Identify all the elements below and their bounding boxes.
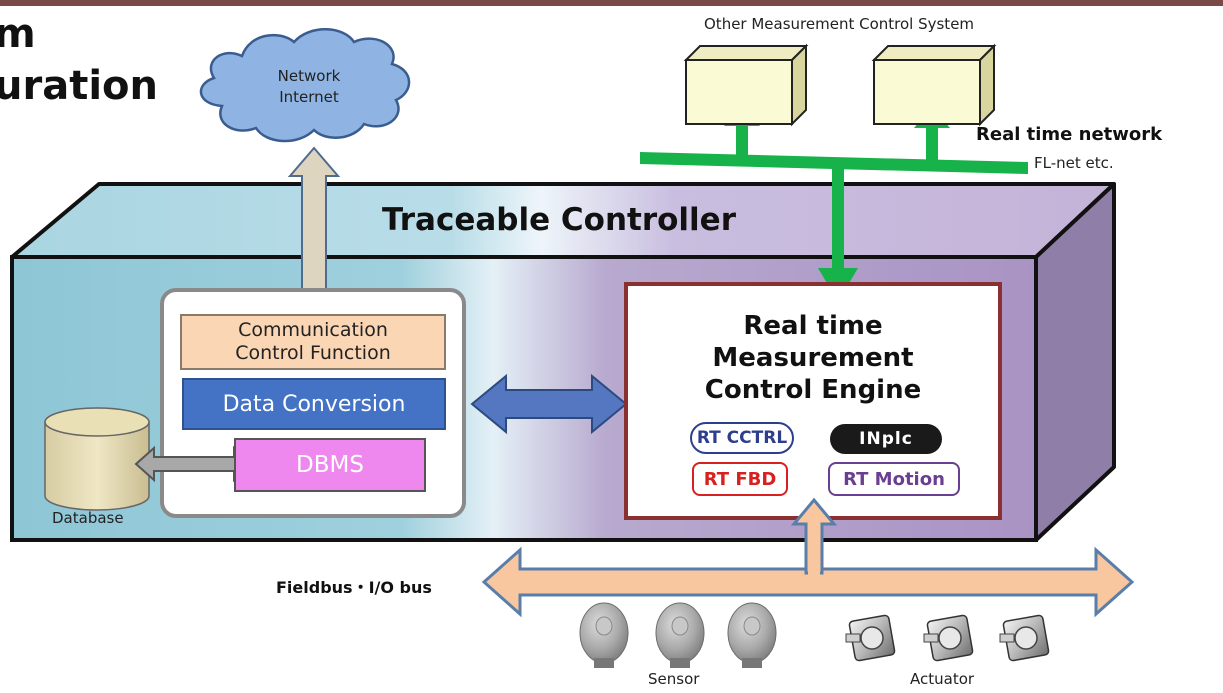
sensor-label: Sensor <box>648 670 700 688</box>
data-conversion-label: Data Conversion <box>222 391 406 417</box>
rt-motion-logo: RT Motion <box>828 462 960 496</box>
rt-network-title: Real time network <box>976 124 1163 145</box>
database-cylinder <box>44 407 150 511</box>
actuator-device-3 <box>999 614 1050 662</box>
other-system-unit-2 <box>871 43 997 127</box>
dbms-label: DBMS <box>296 452 364 478</box>
sensor-device-2 <box>655 602 705 668</box>
rt-network-subtitle: FL-net etc. <box>1034 154 1114 172</box>
dbms-box: DBMS <box>234 438 426 492</box>
rt-fbd-logo: RT FBD <box>692 462 788 496</box>
sensor-device-1 <box>579 602 629 668</box>
slide-title-line-1: m <box>0 11 36 57</box>
fieldbus-junction-cover <box>808 566 820 576</box>
header-bar <box>0 0 1223 6</box>
communication-control-line-1: Communication <box>238 319 388 341</box>
rt-cctrl-logo: RT CCTRL <box>690 422 794 454</box>
sensor-device-3 <box>727 602 777 668</box>
other-system-label: Other Measurement Control System <box>704 15 975 33</box>
controller-title: Traceable Controller <box>382 202 736 238</box>
engine-title-line-1: Real time <box>743 311 883 341</box>
engine-title: Real time Measurement Control Engine <box>626 310 1000 406</box>
cloud-label-line-2: Internet <box>279 88 339 106</box>
other-system-unit-1 <box>683 43 809 127</box>
actuator-device-1 <box>845 614 896 662</box>
fieldbus-label: Fieldbus・I/O bus <box>276 578 432 597</box>
cloud-label-line-1: Network <box>277 67 341 85</box>
fieldbus-arrow <box>481 546 1135 618</box>
actuator-label: Actuator <box>910 670 975 688</box>
slide-title-line-2: uration <box>0 63 158 109</box>
communication-control-box: Communication Control Function <box>180 314 446 370</box>
actuator-device-2 <box>923 614 974 662</box>
data-conversion-box: Data Conversion <box>182 378 446 430</box>
network-cloud <box>199 28 411 143</box>
cloud-label: Network Internet <box>254 66 364 108</box>
communication-control-line-2: Control Function <box>235 342 391 364</box>
engine-title-line-2: Measurement <box>712 343 914 373</box>
inplc-logo: INplc <box>830 424 942 454</box>
engine-title-line-3: Control Engine <box>704 375 922 405</box>
database-label: Database <box>52 509 124 527</box>
engine-fieldbus-link-arrow <box>790 497 838 575</box>
network-arrow-to-engine <box>818 162 858 302</box>
